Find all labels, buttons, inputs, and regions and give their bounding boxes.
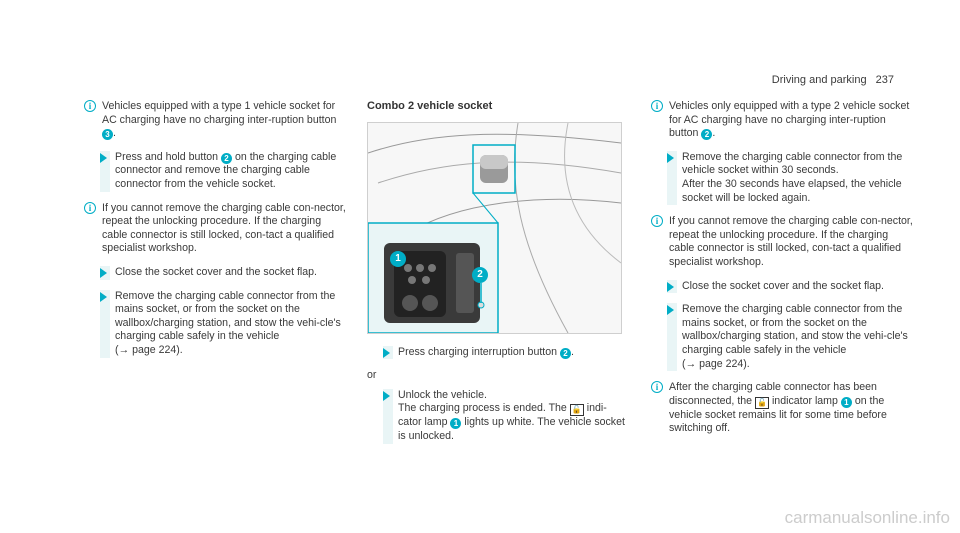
step-item: Press and hold button 2 on the charging …	[84, 150, 346, 192]
figure-title: Combo 2 vehicle socket	[367, 100, 493, 112]
lock-open-icon: 🔓	[755, 396, 769, 409]
info-text: Vehicles equipped with a type 1 vehicle …	[102, 100, 337, 126]
step-text-end: .	[570, 345, 574, 358]
page-reference-link[interactable]: (→ page 224).	[682, 357, 750, 370]
vehicle-socket-figure: 1 2	[367, 121, 622, 334]
step-text-2: The charging process is ended. The	[398, 402, 567, 415]
callout-number: 1	[840, 396, 852, 408]
step-item: Close the socket cover and the socket fl…	[84, 265, 346, 280]
step-text: Press charging interruption button	[398, 345, 557, 358]
step-item: Remove the charging cable connector from…	[651, 303, 913, 372]
step-text: Unlock the vehicle.	[398, 388, 487, 401]
info-note: i Vehicles equipped with a type 1 vehicl…	[84, 100, 346, 141]
info-icon: i	[84, 100, 96, 112]
info-text: After the charging cable connector has b…	[669, 381, 877, 407]
step-arrow-icon	[383, 347, 390, 358]
step-bar	[100, 150, 110, 192]
info-text-3: on the vehicle socket remains lit for so…	[669, 394, 887, 435]
info-text-end: .	[712, 127, 716, 140]
info-text: Vehicles only equipped with a type 2 veh…	[669, 100, 910, 140]
or-separator: or	[367, 369, 377, 382]
vehicle-socket-illustration	[368, 122, 621, 333]
step-arrow-icon	[667, 152, 674, 163]
page-number: 237	[875, 74, 894, 86]
lock-open-icon: 🔓	[569, 404, 584, 417]
step-item: Remove the charging cable connector from…	[84, 289, 346, 358]
step-text: Close the socket cover and the socket fl…	[682, 279, 884, 292]
step-arrow-icon	[100, 267, 107, 278]
callout-number: 2	[221, 152, 233, 164]
callout-number: 3	[102, 129, 113, 141]
step-text-3: indi-cator lamp	[398, 402, 607, 429]
info-text-2: indicator lamp	[771, 394, 838, 407]
step-item: Remove the charging cable connector from…	[651, 150, 913, 206]
page-reference-link[interactable]: (→ page 224).	[115, 343, 183, 356]
step-text: Remove the charging cable connector from…	[682, 150, 903, 177]
step-bar	[667, 303, 677, 372]
column-2: Combo 2 vehicle socket 1 2	[367, 100, 629, 454]
info-icon: i	[651, 381, 663, 394]
step-text: Close the socket cover and the socket fl…	[115, 265, 317, 278]
callout-number: 2	[701, 129, 713, 141]
step-bar	[383, 388, 393, 444]
watermark: carmanualsonline.info	[784, 508, 950, 528]
callout-2: 2	[472, 266, 488, 283]
info-note: i If you cannot remove the charging cabl…	[84, 201, 346, 256]
step-text: Remove the charging cable connector from…	[682, 303, 908, 356]
step-arrow-icon	[667, 281, 674, 292]
info-note: i Vehicles only equipped with a type 2 v…	[651, 100, 913, 141]
info-icon: i	[651, 100, 663, 112]
info-text: If you cannot remove the charging cable …	[102, 201, 346, 255]
step-text: Remove the charging cable connector from…	[115, 289, 341, 343]
callout-1: 1	[390, 250, 406, 267]
callout-number: 1	[450, 418, 462, 430]
step-text-4: lights up white. The vehicle socket is u…	[398, 416, 625, 442]
step-arrow-icon	[100, 152, 107, 163]
step-bar	[100, 289, 110, 358]
column-1: i Vehicles equipped with a type 1 vehicl…	[84, 100, 346, 368]
step-item: Unlock the vehicle. The charging process…	[367, 388, 629, 444]
step-text: Press and hold button	[115, 150, 219, 163]
info-icon: i	[84, 201, 96, 214]
step-bar	[667, 150, 677, 206]
info-note: i If you cannot remove the charging cabl…	[651, 215, 913, 269]
step-text-2: After the 30 seconds have elapsed, the v…	[682, 177, 902, 204]
info-note: i After the charging cable connector has…	[651, 381, 913, 436]
step-item: Press charging interruption button 2.	[367, 345, 629, 360]
callout-number: 2	[559, 347, 571, 359]
step-text-end: on the charging cable connector and remo…	[115, 150, 337, 190]
step-arrow-icon	[383, 390, 390, 401]
info-icon: i	[651, 215, 663, 228]
column-3: i Vehicles only equipped with a type 2 v…	[651, 100, 913, 446]
step-arrow-icon	[667, 305, 674, 316]
section-title: Driving and parking	[771, 74, 867, 86]
page-header: Driving and parking 237	[772, 74, 894, 88]
step-item: Close the socket cover and the socket fl…	[651, 279, 913, 294]
info-text-end: .	[113, 127, 116, 140]
step-arrow-icon	[100, 291, 107, 302]
info-text: If you cannot remove the charging cable …	[669, 215, 913, 268]
